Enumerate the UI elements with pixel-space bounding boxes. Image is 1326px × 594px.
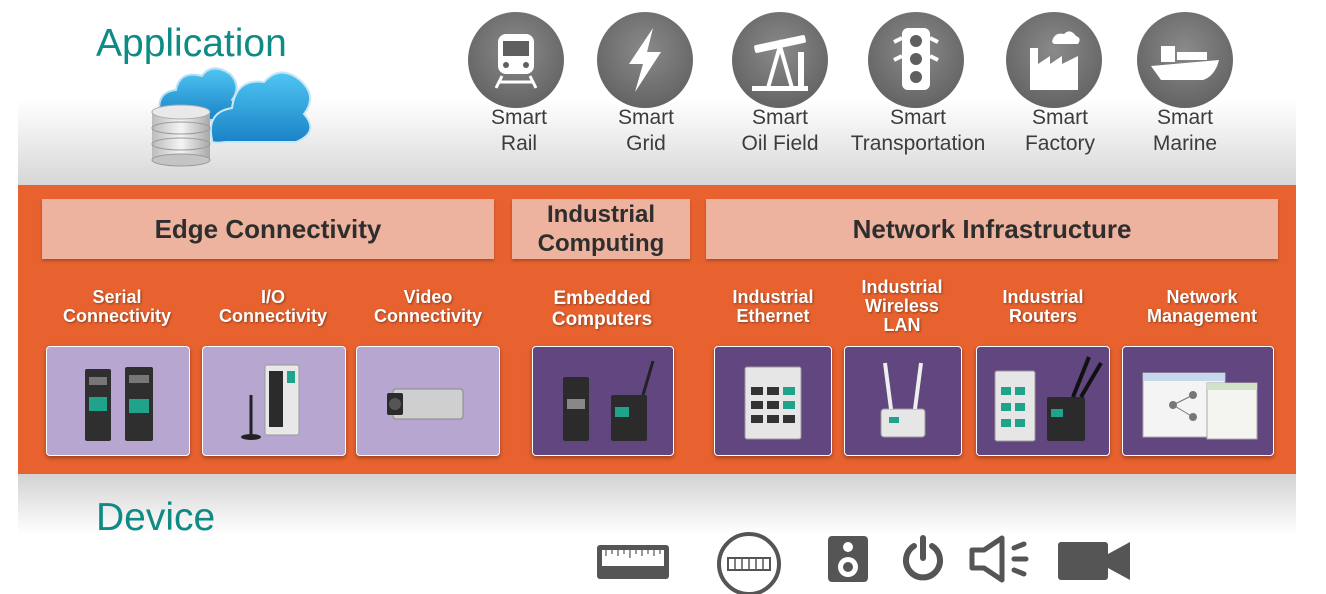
network-infrastructure-header: Network Infrastructure bbox=[706, 199, 1278, 259]
edge-connectivity-header: Edge Connectivity bbox=[42, 199, 494, 259]
wireless-access-point-image bbox=[880, 362, 926, 438]
smart-marine-icon bbox=[1137, 12, 1233, 108]
video-camera-icon bbox=[1058, 542, 1130, 580]
smart-oil-field-icon bbox=[732, 12, 828, 108]
power-icon bbox=[903, 535, 943, 581]
network-infrastructure-label: Network Infrastructure bbox=[852, 213, 1132, 244]
industrial-routers-card[interactable] bbox=[976, 346, 1110, 456]
industrial-computing-label-line2: Computing bbox=[537, 230, 665, 257]
application-title: Application bbox=[96, 22, 287, 65]
device-band bbox=[18, 474, 1296, 534]
industrial-router-image bbox=[994, 356, 1103, 442]
smart-transportation-icon bbox=[868, 12, 964, 108]
embedded-computers-card[interactable] bbox=[532, 346, 674, 456]
industrial-computing-header: Industrial Computing bbox=[512, 199, 690, 259]
industrial-wireless-lan-card[interactable] bbox=[844, 346, 962, 456]
ethernet-switch-image bbox=[744, 366, 802, 440]
edge-connectivity-label: Edge Connectivity bbox=[154, 213, 382, 244]
traffic-light-icon bbox=[893, 28, 939, 90]
lightning-bolt-icon bbox=[629, 28, 661, 92]
ship-icon bbox=[1151, 46, 1219, 80]
ruler-icon bbox=[597, 545, 669, 579]
smart-factory-icon bbox=[1006, 12, 1102, 108]
industrial-ethernet-card[interactable] bbox=[714, 346, 832, 456]
smart-rail-icon bbox=[468, 12, 564, 108]
cloud-database-icon bbox=[151, 67, 312, 167]
io-connectivity-card[interactable] bbox=[202, 346, 346, 456]
industrial-computing-label-line1: Industrial bbox=[546, 201, 655, 228]
train-icon bbox=[494, 34, 538, 89]
smart-grid-icon bbox=[597, 12, 693, 108]
meter-icon bbox=[717, 532, 781, 594]
device-title: Device bbox=[96, 496, 216, 539]
video-connectivity-card[interactable] bbox=[356, 346, 500, 456]
serial-device-server-image bbox=[85, 367, 153, 441]
network-management-software-image bbox=[1142, 372, 1258, 440]
io-module-image bbox=[241, 364, 300, 440]
network-management-card[interactable] bbox=[1122, 346, 1274, 456]
serial-connectivity-card[interactable] bbox=[46, 346, 190, 456]
embedded-computer-image bbox=[563, 360, 655, 441]
ip-camera-image bbox=[387, 388, 464, 420]
factory-icon bbox=[1030, 31, 1080, 90]
oil-pump-icon bbox=[752, 35, 808, 91]
volume-icon bbox=[969, 535, 1029, 583]
speaker-icon bbox=[828, 536, 868, 582]
